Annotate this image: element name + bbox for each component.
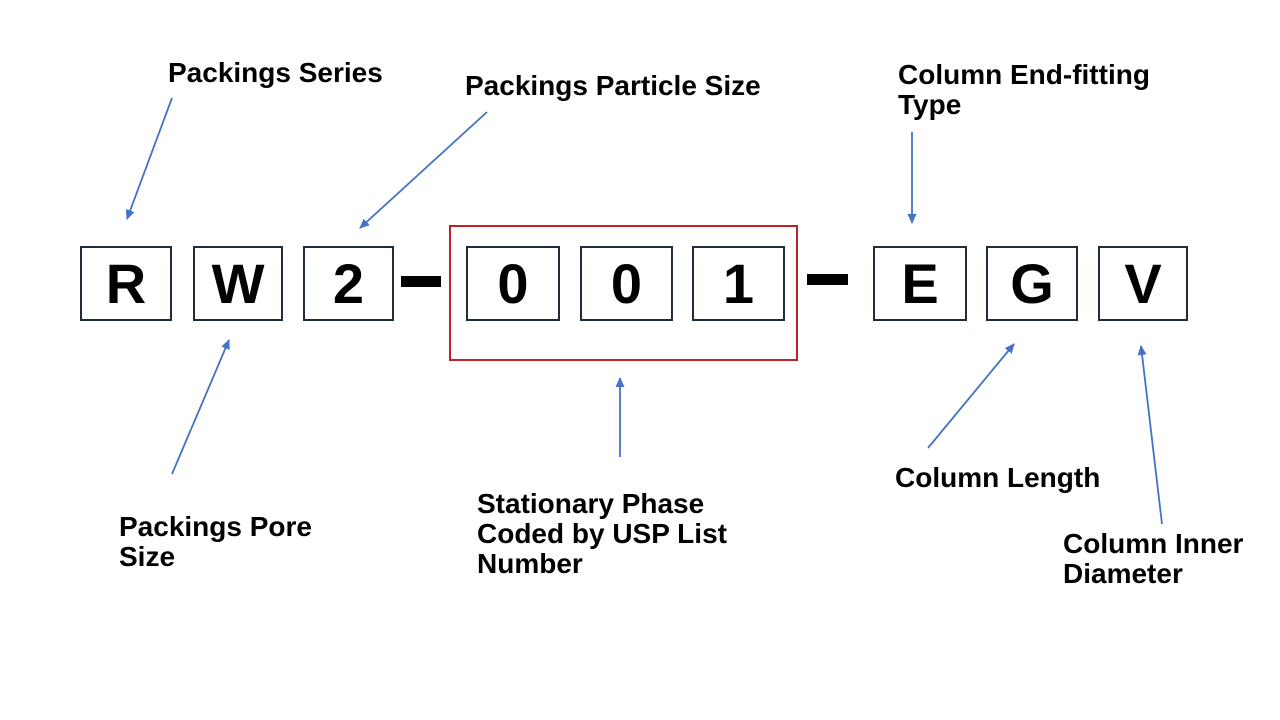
code-box-series: R — [80, 246, 172, 321]
label-stationary-phase-usp: Stationary Phase Coded by USP List Numbe… — [477, 488, 727, 579]
label-packings-series: Packings Series — [168, 57, 383, 88]
code-box-inner-diameter: V — [1098, 246, 1188, 321]
label-column-end-fitting-type: Column End-fitting Type — [898, 59, 1150, 120]
label-packings-particle-size: Packings Particle Size — [465, 70, 761, 101]
separator-dash-1 — [401, 276, 441, 287]
code-box-particle-size: 2 — [303, 246, 394, 321]
code-box-end-fitting: E — [873, 246, 967, 321]
code-box-length: G — [986, 246, 1078, 321]
arrow-column-inner-diameter — [1137, 345, 1163, 525]
arrow-packings-particle-size — [359, 111, 488, 229]
code-box-usp-digit-1: 0 — [466, 246, 560, 321]
arrow-column-length — [927, 343, 1015, 449]
code-box-pore-size: W — [193, 246, 283, 321]
separator-dash-2 — [807, 274, 848, 285]
label-column-length: Column Length — [895, 462, 1101, 493]
arrow-packings-series — [125, 97, 173, 220]
code-box-usp-digit-2: 0 — [580, 246, 673, 321]
arrow-packings-pore-size — [171, 339, 230, 475]
label-packings-pore-size: Packings Pore Size — [119, 511, 312, 572]
usp-code-highlight-box — [449, 225, 798, 361]
code-box-usp-digit-3: 1 — [692, 246, 785, 321]
label-column-inner-diameter: Column Inner Diameter — [1063, 528, 1244, 589]
